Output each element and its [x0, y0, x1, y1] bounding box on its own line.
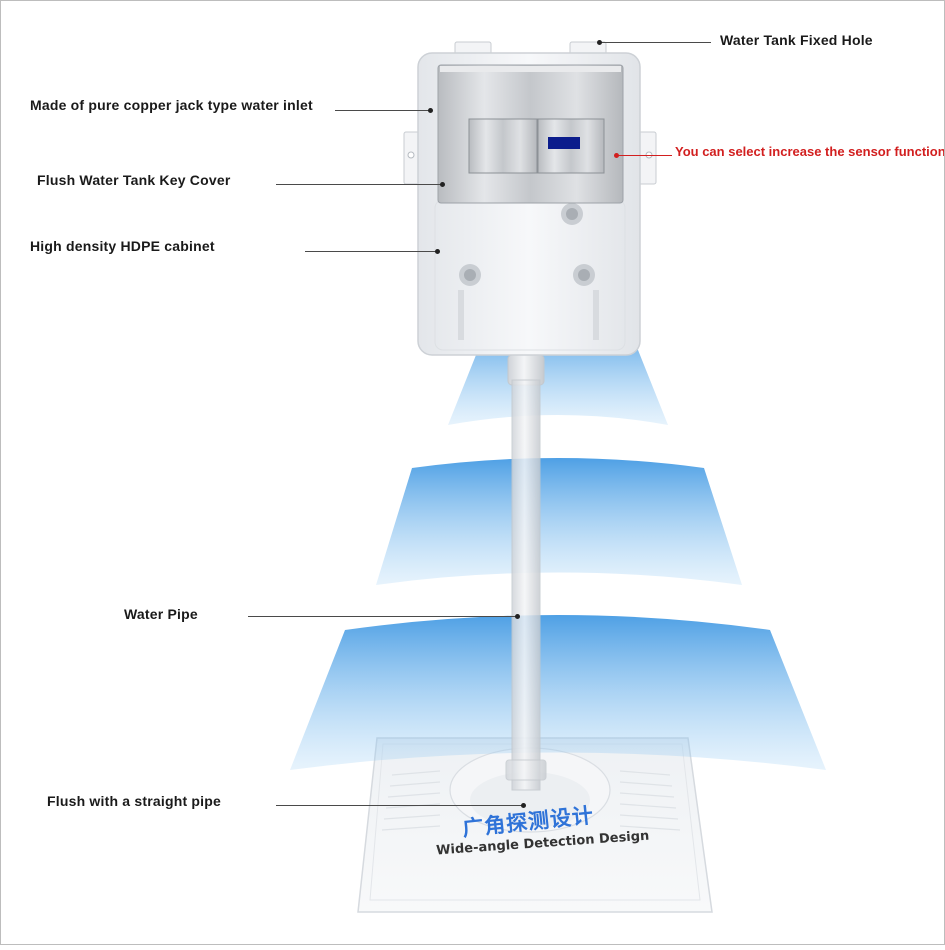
leader-straight-pipe — [276, 805, 524, 806]
leader-water-pipe — [248, 616, 518, 617]
pointer-key-cover — [440, 182, 445, 187]
wave-arc-4 — [376, 458, 742, 585]
label-water-tank-fixed-hole: Water Tank Fixed Hole — [720, 32, 873, 48]
label-sensor-function: You can select increase the sensor funct… — [675, 144, 945, 159]
label-straight-pipe: Flush with a straight pipe — [47, 793, 221, 809]
pointer-hdpe — [435, 249, 440, 254]
leader-key-cover — [276, 184, 442, 185]
pointer-water-pipe — [515, 614, 520, 619]
pointer-sensor — [614, 153, 619, 158]
squat-toilet-pan — [357, 737, 713, 913]
sensor-window — [548, 137, 580, 149]
pointer-fixed-hole — [597, 40, 602, 45]
label-water-pipe: Water Pipe — [124, 606, 198, 622]
leader-sensor — [617, 155, 672, 156]
wave-arc-5 — [290, 615, 826, 770]
key-cover-panel — [437, 64, 624, 204]
water-pipe — [505, 354, 547, 791]
leader-hdpe — [305, 251, 437, 252]
label-hdpe-cabinet: High density HDPE cabinet — [30, 238, 215, 254]
pointer-water-inlet — [428, 108, 433, 113]
label-key-cover: Flush Water Tank Key Cover — [37, 172, 231, 188]
label-copper-water-inlet: Made of pure copper jack type water inle… — [30, 97, 313, 113]
leader-water-inlet — [335, 110, 430, 111]
pointer-straight-pipe — [521, 803, 526, 808]
leader-fixed-hole — [600, 42, 711, 43]
